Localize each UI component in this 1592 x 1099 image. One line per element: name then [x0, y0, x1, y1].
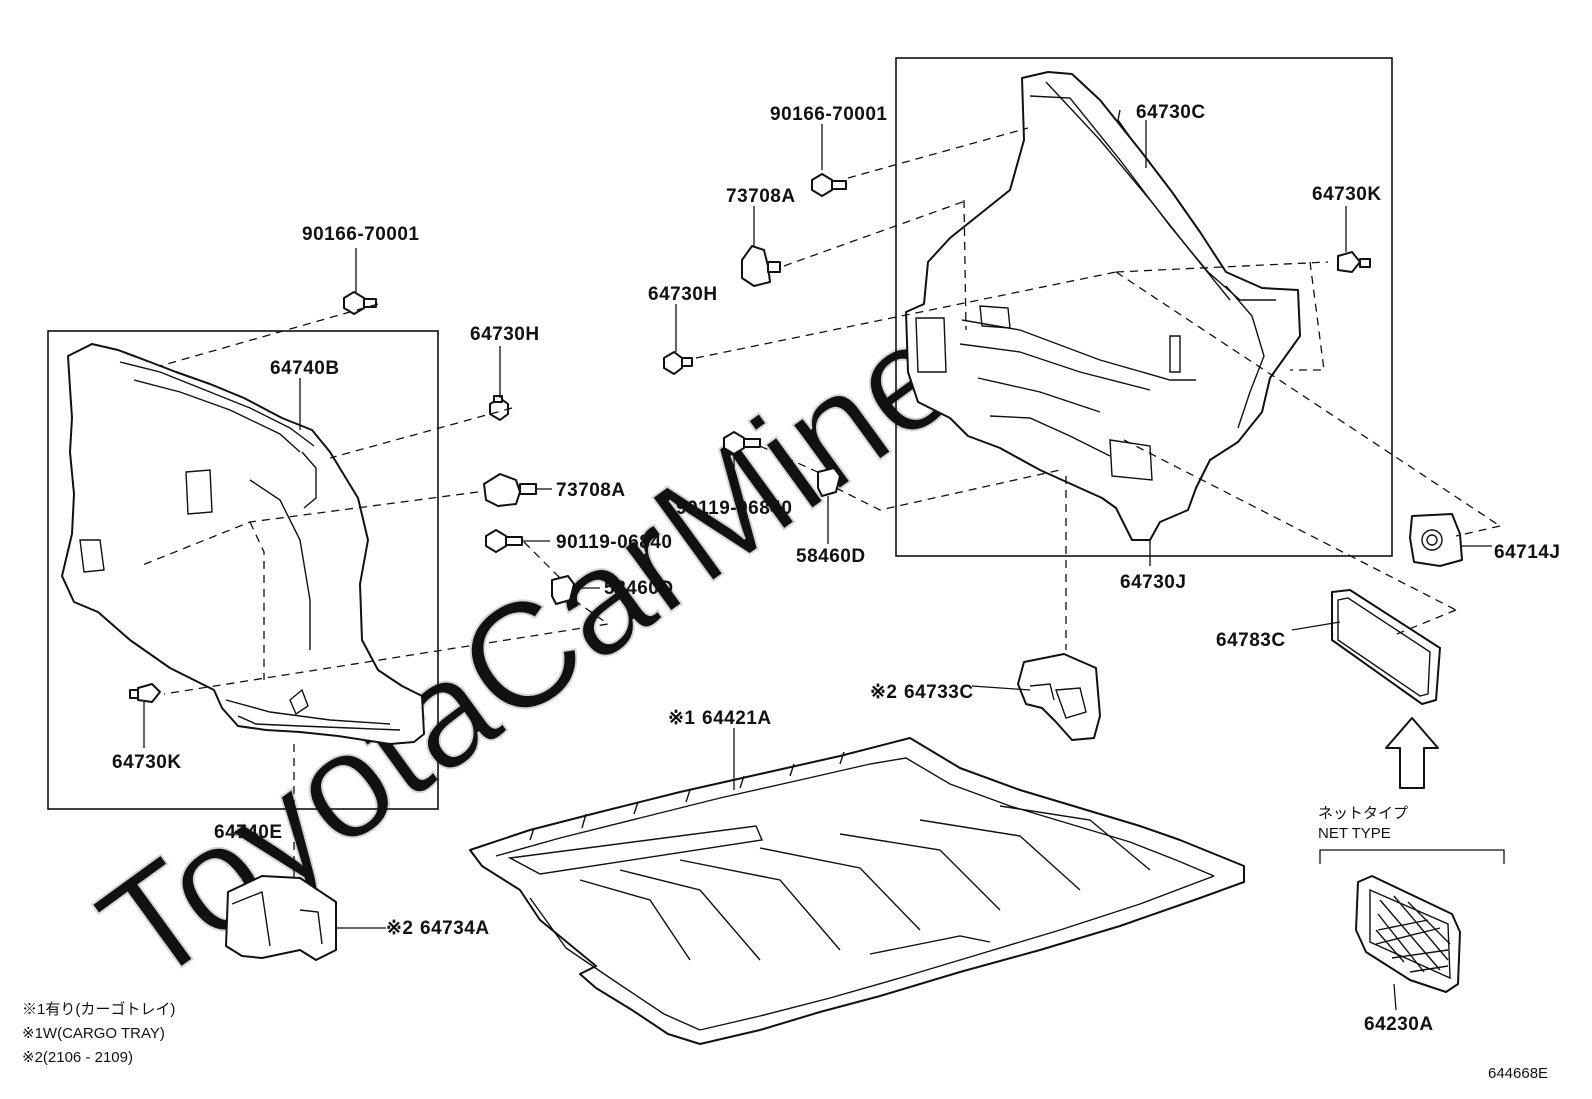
part-64714J-lamp — [1409, 513, 1463, 567]
labels: 90166-70001 73708A 64730H 64730C 64730K … — [22, 102, 1560, 1082]
note-2: ※2(2106 - 2109) — [22, 1049, 133, 1066]
part-90119-06840-bolt-mid — [723, 431, 761, 455]
part-64421A-cargo-tray — [469, 737, 1245, 1045]
label-64740B: 64740B — [270, 358, 340, 379]
label-90166-70001-left: 90166-70001 — [302, 224, 420, 245]
diagram-id: 644668E — [1488, 1065, 1548, 1082]
label-64230A: 64230A — [1364, 1014, 1434, 1035]
part-73708A-clip-top — [741, 245, 781, 287]
label-64730C: 64730C — [1136, 102, 1206, 123]
label-58460D-mid: 58460D — [796, 546, 866, 567]
label-58460D-left: 58460D — [604, 578, 674, 599]
label-64730H-left: 64730H — [470, 324, 540, 345]
frame-left-trim-group — [47, 330, 439, 810]
label-64730J: 64730J — [1120, 572, 1186, 593]
label-64730K-right: 64730K — [1312, 184, 1382, 205]
label-64734A: 64734A — [420, 918, 490, 939]
label-64730K-left: 64730K — [112, 752, 182, 773]
net-type-jp: ネットタイプ — [1318, 805, 1408, 822]
note-1-en: ※1W(CARGO TRAY) — [22, 1025, 165, 1042]
part-90166-70001-bolt-top — [811, 173, 847, 197]
label-73708A-top: 73708A — [726, 186, 796, 207]
label-64740E: 64740E — [214, 822, 283, 843]
label-64421A: 64421A — [702, 708, 772, 729]
label-73708A-left: 73708A — [556, 480, 626, 501]
label-64733C: 64733C — [904, 682, 974, 703]
part-64730K-clip-right — [1337, 251, 1371, 273]
part-64730H-clip-top — [663, 351, 693, 375]
part-64783C-net-frame — [1331, 589, 1441, 705]
part-64730C-deck-trim-right — [905, 71, 1301, 541]
part-58460D-clip-mid — [817, 467, 841, 497]
note-1-jp: ※1有り(カーゴトレイ) — [22, 1000, 175, 1018]
leader-lines — [143, 120, 1492, 1011]
mark2-64733C: ※2 — [870, 682, 898, 703]
part-64730K-clip-left — [129, 683, 161, 703]
dashed-lines — [139, 127, 1501, 882]
mark1-64421A: ※1 — [668, 708, 696, 729]
net-type-bracket — [1319, 849, 1505, 864]
label-64783C: 64783C — [1216, 630, 1286, 651]
part-64740B-deck-trim-left — [61, 343, 425, 745]
part-64733C-bracket — [1017, 653, 1101, 741]
part-90166-70001-bolt-left — [343, 291, 377, 315]
frame-right-trim-group — [895, 57, 1393, 557]
part-64230A-net — [1355, 875, 1461, 993]
mark2-64734A: ※2 — [386, 918, 414, 939]
part-64730H-clip-left — [489, 395, 509, 421]
label-90119-06840-mid: 90119-06840 — [676, 498, 792, 519]
net-type-en: NET TYPE — [1318, 825, 1391, 842]
part-58460D-clip-left — [551, 575, 575, 605]
up-arrow-icon — [1385, 717, 1439, 789]
label-90119-06840-left: 90119-06840 — [556, 532, 672, 553]
part-73708A-clip-left — [483, 473, 537, 507]
label-64714J: 64714J — [1494, 542, 1560, 563]
label-90166-70001-top: 90166-70001 — [770, 104, 888, 125]
part-90119-06840-bolt-left — [485, 529, 523, 553]
part-64734A-bracket — [225, 875, 337, 961]
label-64730H-top: 64730H — [648, 284, 718, 305]
